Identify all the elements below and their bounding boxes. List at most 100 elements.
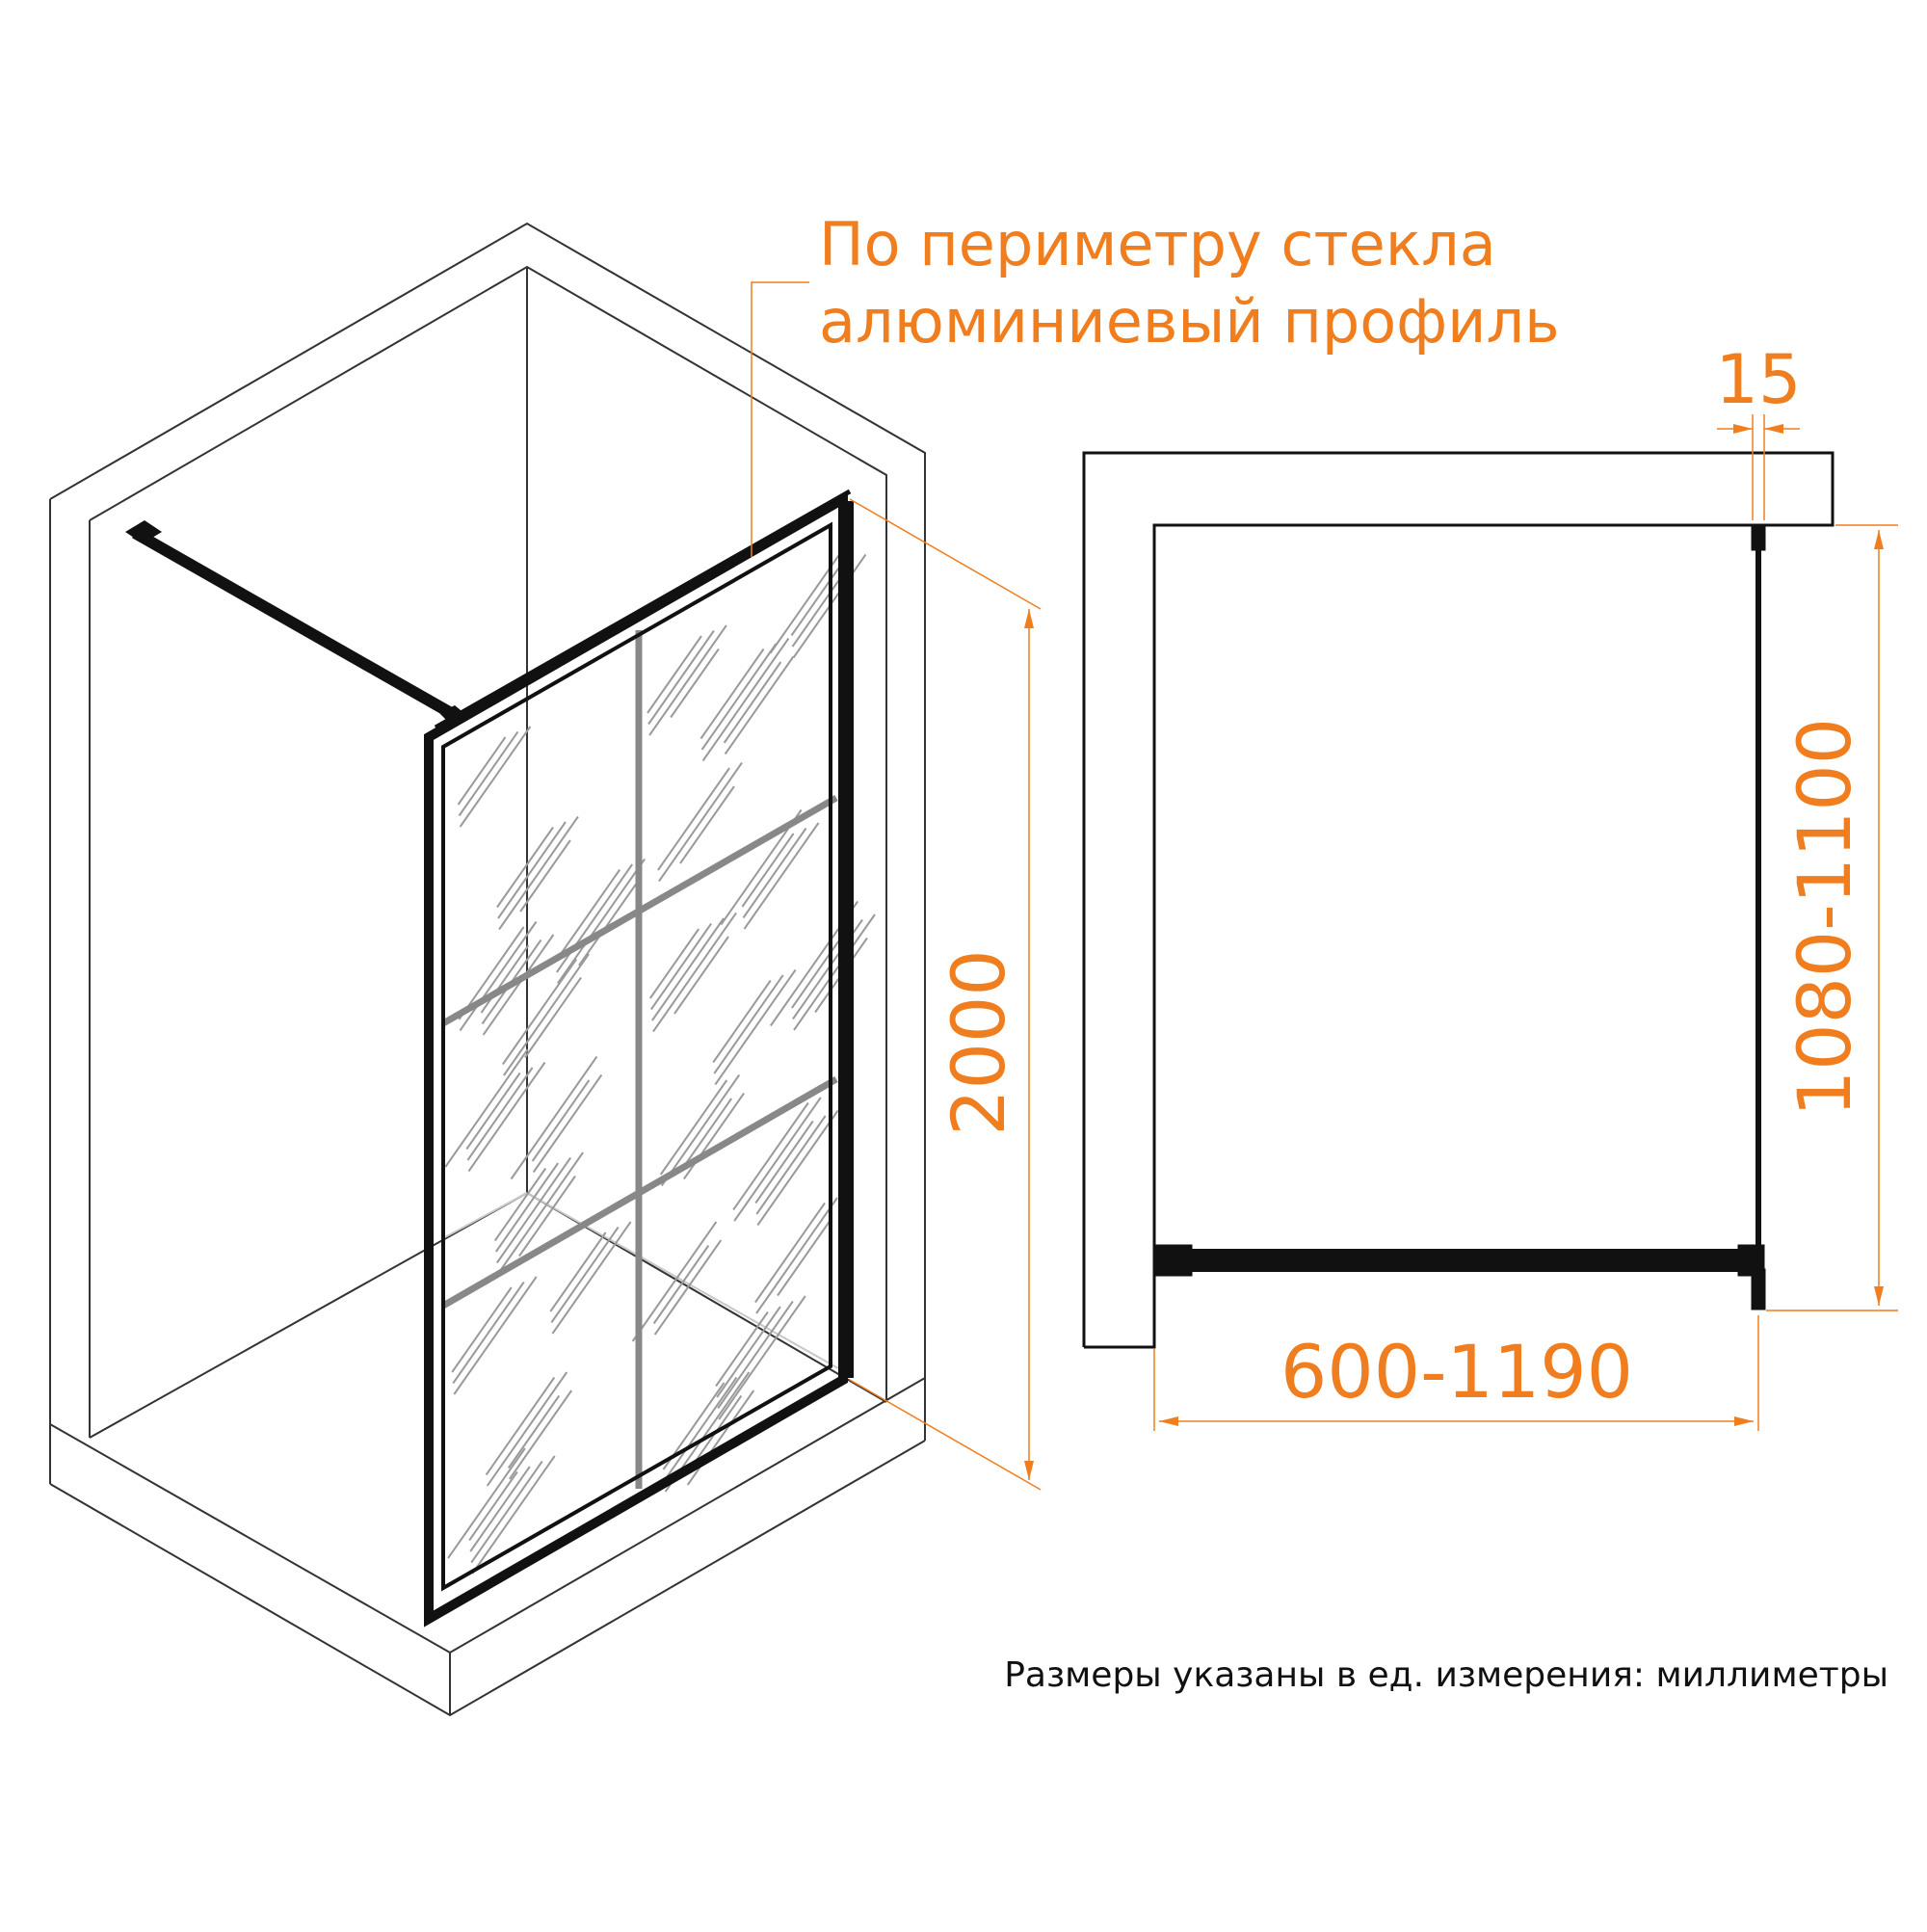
plan-bracket-right: [1737, 1244, 1765, 1277]
glass-stroke: [459, 920, 538, 1032]
glass-stroke: [679, 785, 735, 864]
floor-through-glass: [442, 1192, 839, 1369]
glass-stroke: [519, 839, 571, 913]
glass-stroke: [755, 1197, 838, 1314]
glass-stroke: [648, 928, 700, 999]
glass-stroke: [447, 1447, 526, 1559]
glass-stroke: [467, 1061, 546, 1173]
glass-stroke: [510, 1055, 598, 1180]
glass-stroke: [657, 767, 730, 871]
glass-stroke: [551, 1221, 632, 1335]
height-dimension: [849, 498, 1042, 1491]
height-label: 2000: [936, 949, 1021, 1135]
glass-stroke: [531, 1079, 591, 1162]
glass-stroke: [550, 1226, 620, 1324]
glass-stroke: [451, 1286, 513, 1373]
glass-stroke: [659, 1079, 728, 1176]
height-extension-top: [849, 498, 1042, 610]
glass-stroke: [673, 936, 729, 1015]
room-inner-top: [89, 265, 887, 1402]
depth-dimension: [1766, 524, 1898, 1311]
glass-stroke: [493, 1167, 547, 1242]
glass-stroke: [651, 917, 725, 1021]
glass-stroke: [701, 637, 790, 762]
glass-stroke: [549, 1231, 607, 1312]
glass-stroke: [723, 661, 782, 744]
glass-stroke: [652, 912, 737, 1033]
glass-stroke: [486, 1371, 568, 1487]
glass-stroke: [482, 934, 555, 1036]
glass-stroke: [452, 1281, 525, 1385]
glass-stroke: [647, 635, 702, 714]
glass-stroke: [459, 726, 532, 828]
frame-outer: [424, 490, 848, 1628]
plan-view: [1082, 451, 1835, 1349]
glass-stroke: [465, 1072, 521, 1151]
glass-stroke: [732, 1101, 809, 1211]
width-dimension: [1153, 1315, 1759, 1431]
grid-horizontal-upper: [441, 794, 838, 1027]
glass-stroke: [457, 736, 507, 806]
annotation-line1: По периметру стекла: [819, 209, 1496, 279]
glass-stroke: [756, 1109, 839, 1227]
glass-stroke: [578, 882, 638, 966]
plan-glass-cap-top: [1751, 523, 1766, 551]
glass-stroke: [790, 564, 842, 637]
units-note: Размеры указаны в ед. измерения: миллиме…: [1004, 1655, 1888, 1695]
glass-frame: [424, 489, 854, 1628]
glass-stroke: [754, 1120, 814, 1204]
width-label: 600-1190: [1280, 1329, 1633, 1415]
glass-stroke: [754, 1202, 826, 1304]
glass-stroke: [468, 1470, 518, 1542]
wall-mount-bracket: [125, 520, 162, 543]
glass-stroke: [670, 648, 720, 719]
glass-stroke: [480, 944, 530, 1014]
glass-stroke: [470, 1460, 543, 1564]
glass-stroke: [686, 1389, 755, 1486]
glass-stroke: [458, 926, 525, 1020]
glass-pattern: [444, 541, 876, 1575]
glass-stroke: [453, 1276, 538, 1395]
glass-stroke: [458, 730, 519, 817]
glass-stroke: [497, 821, 567, 919]
glass-stroke: [713, 974, 784, 1074]
floor-left: [89, 1192, 528, 1439]
profile-dimension: [1717, 414, 1800, 520]
glass-stroke: [554, 868, 621, 963]
depth-label: 1080-1100: [1782, 718, 1867, 1117]
glass-stroke: [660, 1073, 741, 1187]
glass-stroke: [741, 833, 795, 908]
glass-stroke: [715, 1310, 769, 1388]
profile-annotation: По периметру стекла алюминиевый профиль: [751, 209, 1560, 557]
glass-stroke: [658, 761, 743, 883]
tray-bottom: [49, 1440, 926, 1717]
glass-stroke: [724, 655, 795, 755]
room-top-outline: [49, 222, 926, 1378]
glass-stroke: [524, 976, 582, 1059]
glass-stroke: [700, 648, 765, 740]
glass-stroke: [742, 827, 807, 919]
glass-stroke: [793, 913, 876, 1031]
glass-stroke: [652, 1244, 710, 1325]
glass-stroke: [777, 1220, 831, 1297]
glass-stroke: [471, 1455, 556, 1575]
glass-stroke: [681, 1098, 733, 1169]
glass-stroke: [650, 922, 712, 1011]
profile-width-label: 15: [1715, 340, 1801, 419]
glass-stroke: [717, 1300, 794, 1410]
glass-stroke: [755, 1115, 827, 1215]
glass-stroke: [647, 629, 715, 726]
glass-stroke: [663, 1376, 738, 1482]
glass-stroke: [508, 1389, 573, 1480]
glass-stroke: [494, 1162, 560, 1253]
glass-stroke: [557, 858, 646, 985]
glass-stroke: [532, 1073, 603, 1174]
glass-stroke: [733, 1097, 822, 1222]
glass-stroke: [648, 624, 727, 736]
glass-stroke: [631, 1221, 718, 1342]
frame-top-edge: [434, 489, 852, 730]
glass-stroke: [507, 1394, 561, 1469]
glass-stroke: [496, 826, 554, 909]
